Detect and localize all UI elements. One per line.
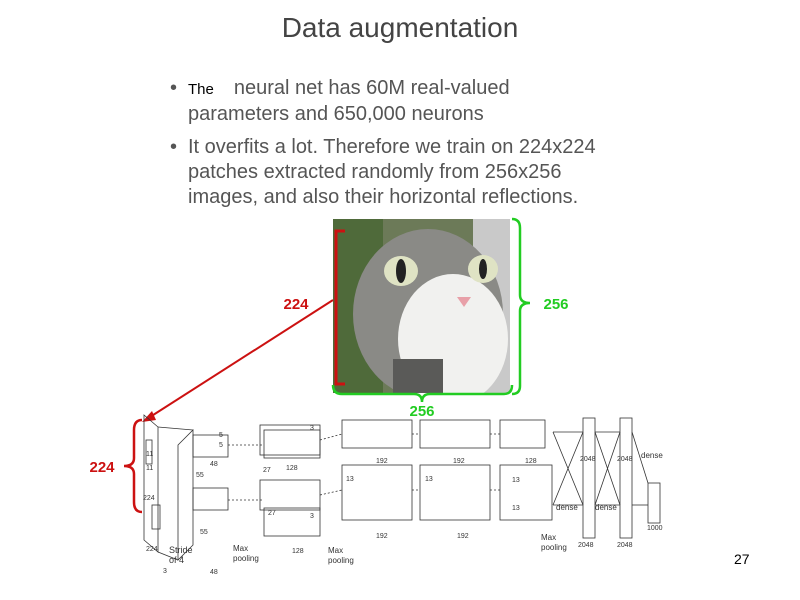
- network-labels: 11 11 224 224 3 Stride of 4 5 5 55 55 48…: [143, 425, 663, 576]
- svg-text:2048: 2048: [578, 542, 594, 549]
- svg-text:Stride: Stride: [169, 545, 193, 555]
- label-224-left: 224: [89, 459, 115, 476]
- label-224-top: 224: [283, 296, 309, 313]
- page-number: 27: [734, 551, 750, 567]
- svg-text:224: 224: [143, 495, 155, 502]
- input-volume: [143, 414, 159, 553]
- bullet-line: images, and also their horizontal reflec…: [188, 186, 579, 208]
- svg-text:1000: 1000: [647, 525, 663, 532]
- label-256-bottom: 256: [409, 403, 434, 420]
- svg-text:192: 192: [376, 533, 388, 540]
- bullet-item-2: • It overfits a lot. Therefore we train …: [170, 135, 730, 210]
- svg-text:Max: Max: [541, 533, 556, 542]
- bullet-line: neural net has 60M real-valued: [233, 77, 510, 99]
- svg-text:pooling: pooling: [328, 556, 354, 565]
- svg-text:2048: 2048: [617, 456, 633, 463]
- bullet-line: patches extracted randomly from 256x256: [188, 161, 562, 183]
- bullet-dot: •: [170, 136, 178, 158]
- bullet-lead: The: [188, 81, 214, 98]
- input-filter: [145, 439, 153, 465]
- alexnet-diagram: [143, 414, 661, 561]
- crop-arrow: [149, 299, 334, 418]
- svg-text:of 4: of 4: [169, 555, 184, 565]
- bullet-line: It overfits a lot. Therefore we train on…: [188, 136, 596, 158]
- svg-text:27: 27: [268, 510, 276, 517]
- svg-text:192: 192: [453, 458, 465, 465]
- svg-text:Max: Max: [328, 546, 343, 555]
- svg-text:128: 128: [292, 548, 304, 555]
- crop-bracket: [334, 229, 345, 386]
- bullet-line: parameters and 650,000 neurons: [188, 103, 484, 125]
- svg-text:5: 5: [219, 442, 223, 449]
- svg-text:pooling: pooling: [233, 554, 259, 563]
- svg-text:128: 128: [525, 458, 537, 465]
- svg-text:5: 5: [219, 432, 223, 439]
- cat-image: [333, 219, 510, 393]
- svg-text:3: 3: [163, 568, 167, 575]
- svg-text:13: 13: [512, 505, 520, 512]
- green-brace-right: [511, 217, 531, 396]
- svg-text:11: 11: [146, 451, 153, 458]
- svg-text:2048: 2048: [617, 542, 633, 549]
- svg-text:55: 55: [196, 472, 204, 479]
- svg-text:192: 192: [376, 458, 388, 465]
- label-256-right: 256: [543, 296, 568, 313]
- svg-text:11: 11: [146, 465, 153, 472]
- svg-text:dense: dense: [556, 503, 578, 512]
- svg-text:Max: Max: [233, 544, 248, 553]
- svg-text:3: 3: [310, 425, 314, 432]
- svg-text:48: 48: [210, 569, 218, 576]
- red-brace-left: [123, 418, 143, 514]
- bullet-dot: •: [170, 77, 178, 99]
- green-brace-bottom: [331, 384, 514, 403]
- svg-text:128: 128: [286, 465, 298, 472]
- svg-text:13: 13: [512, 477, 520, 484]
- svg-text:3: 3: [310, 513, 314, 520]
- svg-text:224: 224: [146, 546, 158, 553]
- svg-text:48: 48: [210, 461, 218, 468]
- svg-text:192: 192: [457, 533, 469, 540]
- svg-text:13: 13: [425, 476, 433, 483]
- svg-text:13: 13: [346, 476, 354, 483]
- svg-text:pooling: pooling: [541, 543, 567, 552]
- arrow-head-icon: [142, 411, 156, 422]
- input-filter: [151, 504, 161, 530]
- svg-text:27: 27: [263, 467, 271, 474]
- svg-text:55: 55: [200, 529, 208, 536]
- bullet-list: • The neural net has 60M real-valued para…: [170, 76, 730, 218]
- svg-text:dense: dense: [641, 451, 663, 460]
- bullet-item-1: • The neural net has 60M real-valued para…: [170, 76, 730, 127]
- svg-text:dense: dense: [595, 503, 617, 512]
- svg-text:2048: 2048: [580, 456, 596, 463]
- conv1-volume: [177, 429, 194, 561]
- slide-title: Data augmentation: [281, 12, 519, 43]
